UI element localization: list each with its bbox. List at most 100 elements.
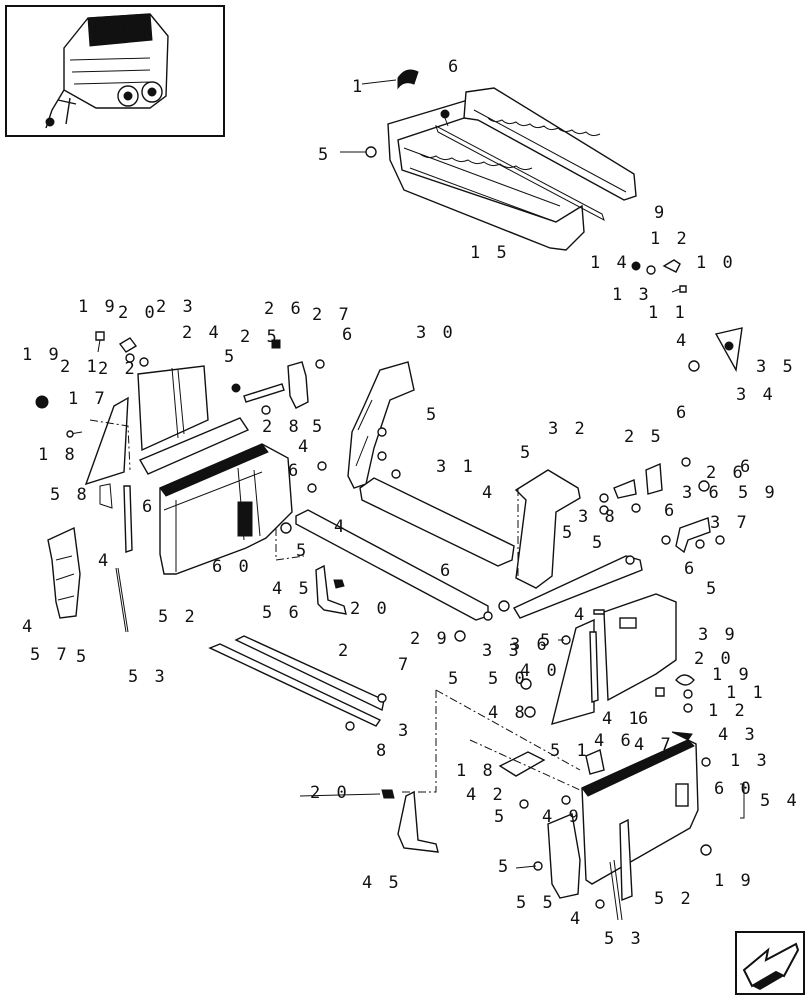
callout-5f: 5 (592, 533, 605, 553)
centerline-d (400, 690, 437, 793)
fasteners-left-top (35, 331, 149, 438)
part-14-strip (435, 124, 605, 222)
callout-5: 5 (318, 145, 331, 165)
callout-12b: 1 2 (708, 701, 748, 721)
callout-54: 5 4 (760, 791, 800, 811)
callout-33: 3 3 (482, 641, 522, 661)
callout-6d: 6 (740, 457, 753, 477)
callout-25b: 2 5 (624, 427, 664, 447)
callout-18b: 1 8 (456, 761, 496, 781)
callout-31: 3 1 (436, 457, 476, 477)
part-31-angle (359, 477, 515, 567)
callout-53: 5 3 (128, 667, 168, 687)
callout-58: 5 8 (50, 485, 90, 505)
part-58-bracket (99, 483, 113, 509)
callout-4g: 4 (574, 605, 587, 625)
part-25-link (243, 383, 285, 403)
callout-6b: 6 (342, 325, 355, 345)
callout-5n: 5 (498, 857, 511, 877)
part-45-bracket (315, 564, 347, 615)
part-2-bar (234, 635, 385, 712)
callout-4h: 4 (570, 909, 583, 929)
next-page-arrow-icon[interactable] (735, 931, 805, 995)
part-41-strip (589, 631, 599, 703)
callout-4c: 4 (482, 483, 495, 503)
callout-5g: 5 (296, 541, 309, 561)
callout-6g: 6 (664, 501, 677, 521)
callout-49: 4 9 (542, 807, 582, 827)
callout-5l: 5 (448, 669, 461, 689)
callout-18: 1 8 (38, 445, 78, 465)
part-52b-strip (619, 818, 633, 902)
callout-3: 3 (398, 721, 411, 741)
callout-35: 3 5 (756, 357, 796, 377)
part-27-bracket (287, 361, 309, 409)
callout-36b: 3 6 (510, 635, 550, 655)
callout-52: 5 2 (158, 607, 198, 627)
callout-5h: 5 (562, 523, 575, 543)
part-36-bracket (645, 462, 663, 495)
part-40-triangle (551, 618, 595, 726)
part-9-trough (463, 87, 637, 201)
part-30-bracket (347, 361, 415, 489)
callout-5b: 5 (224, 347, 237, 367)
part-54-panel (581, 739, 699, 885)
callout-19d: 1 9 (714, 871, 754, 891)
callout-50: 5 0 (488, 669, 528, 689)
callout-15: 1 5 (470, 243, 510, 263)
callout-24: 2 4 (182, 323, 222, 343)
callout-4d: 4 (334, 517, 347, 537)
part-55-plate (547, 813, 581, 899)
part-1-clip (397, 69, 419, 90)
callout-38: 3 8 (578, 507, 618, 527)
part-38-angle (512, 555, 643, 619)
callout-37: 3 7 (710, 513, 750, 533)
centerline-f (469, 739, 581, 791)
callout-52b: 5 2 (654, 889, 694, 909)
callout-4e: 4 (98, 551, 111, 571)
callout-5c: 5 (312, 417, 325, 437)
callout-26b: 2 6 (706, 463, 746, 483)
part-24-panel (137, 365, 209, 452)
part-42-bracket (498, 751, 546, 777)
callout-7: 7 (398, 655, 411, 675)
callout-14: 1 4 (590, 253, 630, 273)
callout-5j: 5 (76, 647, 89, 667)
part-39-panel (603, 593, 677, 702)
callout-6e: 6 (288, 461, 301, 481)
part-57-plate (47, 526, 81, 619)
callout-13: 1 3 (612, 285, 652, 305)
callout-4: 4 (676, 331, 689, 351)
part-56-box (159, 443, 293, 575)
callout-55: 5 5 (516, 893, 556, 913)
callout-8: 8 (376, 741, 389, 761)
baler-machine-icon (5, 5, 225, 137)
callout-2: 2 (338, 641, 351, 661)
centerline-a (89, 419, 131, 471)
callout-60: 6 0 (212, 557, 252, 577)
callout-labels: 1 6 5 9 1 5 1 4 1 2 1 0 1 3 1 1 1 9 2 0 … (22, 57, 800, 949)
callout-6i: 6 (684, 559, 697, 579)
callout-6f: 6 (142, 497, 155, 517)
callout-23: 2 3 (156, 297, 196, 317)
leader-lines (299, 79, 745, 869)
callout-32: 3 2 (548, 419, 588, 439)
callout-51: 5 1 (550, 741, 590, 761)
callout-36: 3 6 (682, 483, 722, 503)
part-53b-rod (609, 859, 623, 921)
callout-5d: 5 (426, 405, 439, 425)
callout-39: 3 9 (698, 625, 738, 645)
callout-34: 3 4 (736, 385, 776, 405)
callout-16: 6 (638, 709, 651, 729)
callout-13b: 1 3 (730, 751, 770, 771)
callout-25: 2 5 (240, 327, 280, 347)
part-25b-link (613, 479, 637, 499)
callout-20c: 2 0 (694, 649, 734, 669)
callout-19: 1 9 (78, 297, 118, 317)
callout-41: 4 1 (602, 709, 642, 729)
callout-45b: 4 5 (362, 873, 402, 893)
callout-22: 2 2 (98, 359, 138, 379)
callout-6c: 6 (676, 403, 689, 423)
part-53-rod (115, 567, 129, 633)
